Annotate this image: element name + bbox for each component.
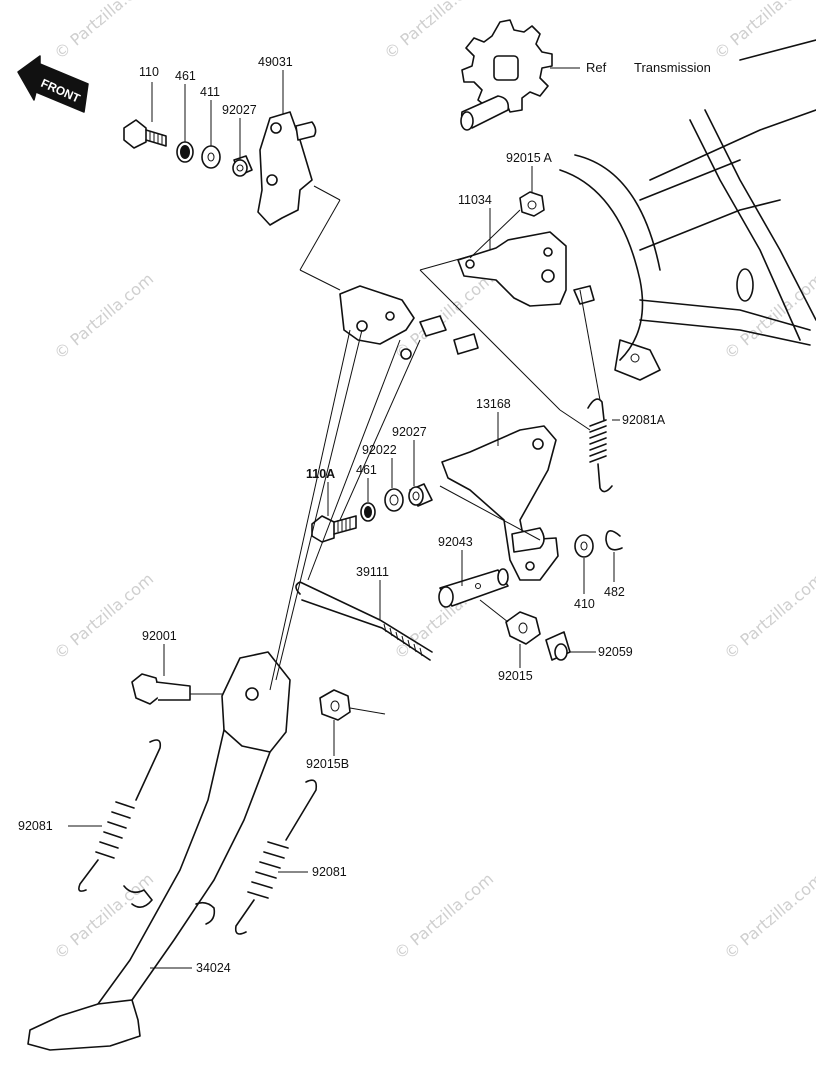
rod-39111-icon	[295, 581, 433, 661]
part-label-13168: 13168	[476, 397, 511, 411]
part-labels: 110 461 411 92027 49031 92015 A 11034 13…	[18, 55, 666, 975]
part-label-39111: 39111	[356, 565, 389, 579]
pin-92043-icon	[438, 568, 509, 608]
washer-410-icon	[574, 534, 594, 558]
assembly-lines	[269, 185, 601, 691]
watermark: © Partzilla.com	[50, 0, 157, 63]
side-stand-34024-icon	[27, 651, 291, 1051]
bolt-110a-icon	[311, 515, 357, 543]
bolt-110-icon	[123, 119, 167, 149]
collar-92059-icon	[545, 631, 571, 661]
part-label-92001: 92001	[142, 629, 177, 643]
watermark: © Partzilla.com	[390, 869, 497, 963]
collar-92027-icon	[232, 155, 253, 177]
bolt-92001-icon	[131, 673, 250, 705]
plate-49031-icon	[257, 111, 317, 226]
part-label-92022: 92022	[362, 443, 397, 457]
spring-92081-left-icon	[78, 739, 162, 892]
spring-92081-right-icon	[234, 779, 318, 935]
part-label-92081-left: 92081	[18, 819, 53, 833]
part-label-92059: 92059	[598, 645, 633, 659]
ref-target-label: Transmission	[634, 60, 711, 75]
washer-411-icon	[201, 145, 221, 169]
ref-label: Ref	[586, 60, 607, 75]
collar-92027-mid-icon	[408, 483, 433, 507]
part-label-11034: 11034	[458, 193, 492, 207]
part-label-92015b: 92015B	[306, 757, 349, 771]
plate-11034-icon	[457, 231, 595, 307]
watermark: © Partzilla.com	[50, 869, 157, 963]
watermark: © Partzilla.com	[720, 269, 816, 363]
part-label-411: 411	[200, 85, 220, 99]
nut-92015-icon	[505, 611, 541, 645]
washer-461-icon	[176, 141, 194, 163]
watermark: © Partzilla.com	[50, 569, 157, 663]
watermark: © Partzilla.com	[720, 869, 816, 963]
part-label-92015: 92015	[498, 669, 533, 683]
bracket-13168-icon	[441, 425, 559, 581]
watermark: © Partzilla.com	[50, 269, 157, 363]
part-label-49031: 49031	[258, 55, 293, 69]
frame-illustration	[559, 39, 816, 381]
part-label-461-mid: 461	[356, 463, 377, 477]
front-arrow-icon: FRONT	[17, 55, 89, 113]
part-label-92027-mid: 92027	[392, 425, 427, 439]
sprocket-icon	[460, 19, 553, 131]
part-label-410: 410	[574, 597, 595, 611]
leader-lines	[68, 70, 620, 969]
watermark: © Partzilla.com	[720, 569, 816, 663]
clip-482-icon	[605, 530, 623, 551]
washer-461-mid-icon	[360, 502, 376, 522]
part-label-92081-right: 92081	[312, 865, 347, 879]
washer-92022-icon	[384, 488, 404, 512]
nut-92015a-icon	[519, 191, 545, 217]
part-label-92015a: 92015 A	[506, 151, 553, 165]
nut-92015b-icon	[319, 689, 351, 721]
part-label-461: 461	[175, 69, 196, 83]
spring-92081a-icon	[587, 398, 613, 493]
part-label-34024: 34024	[196, 961, 231, 975]
pivot-bracket-icon	[339, 285, 479, 360]
part-label-92081a: 92081A	[622, 413, 666, 427]
part-label-92043: 92043	[438, 535, 473, 549]
part-label-92027-top: 92027	[222, 103, 257, 117]
part-label-110: 110	[139, 65, 159, 79]
part-label-110a: 110A	[306, 467, 335, 481]
part-label-482: 482	[604, 585, 625, 599]
